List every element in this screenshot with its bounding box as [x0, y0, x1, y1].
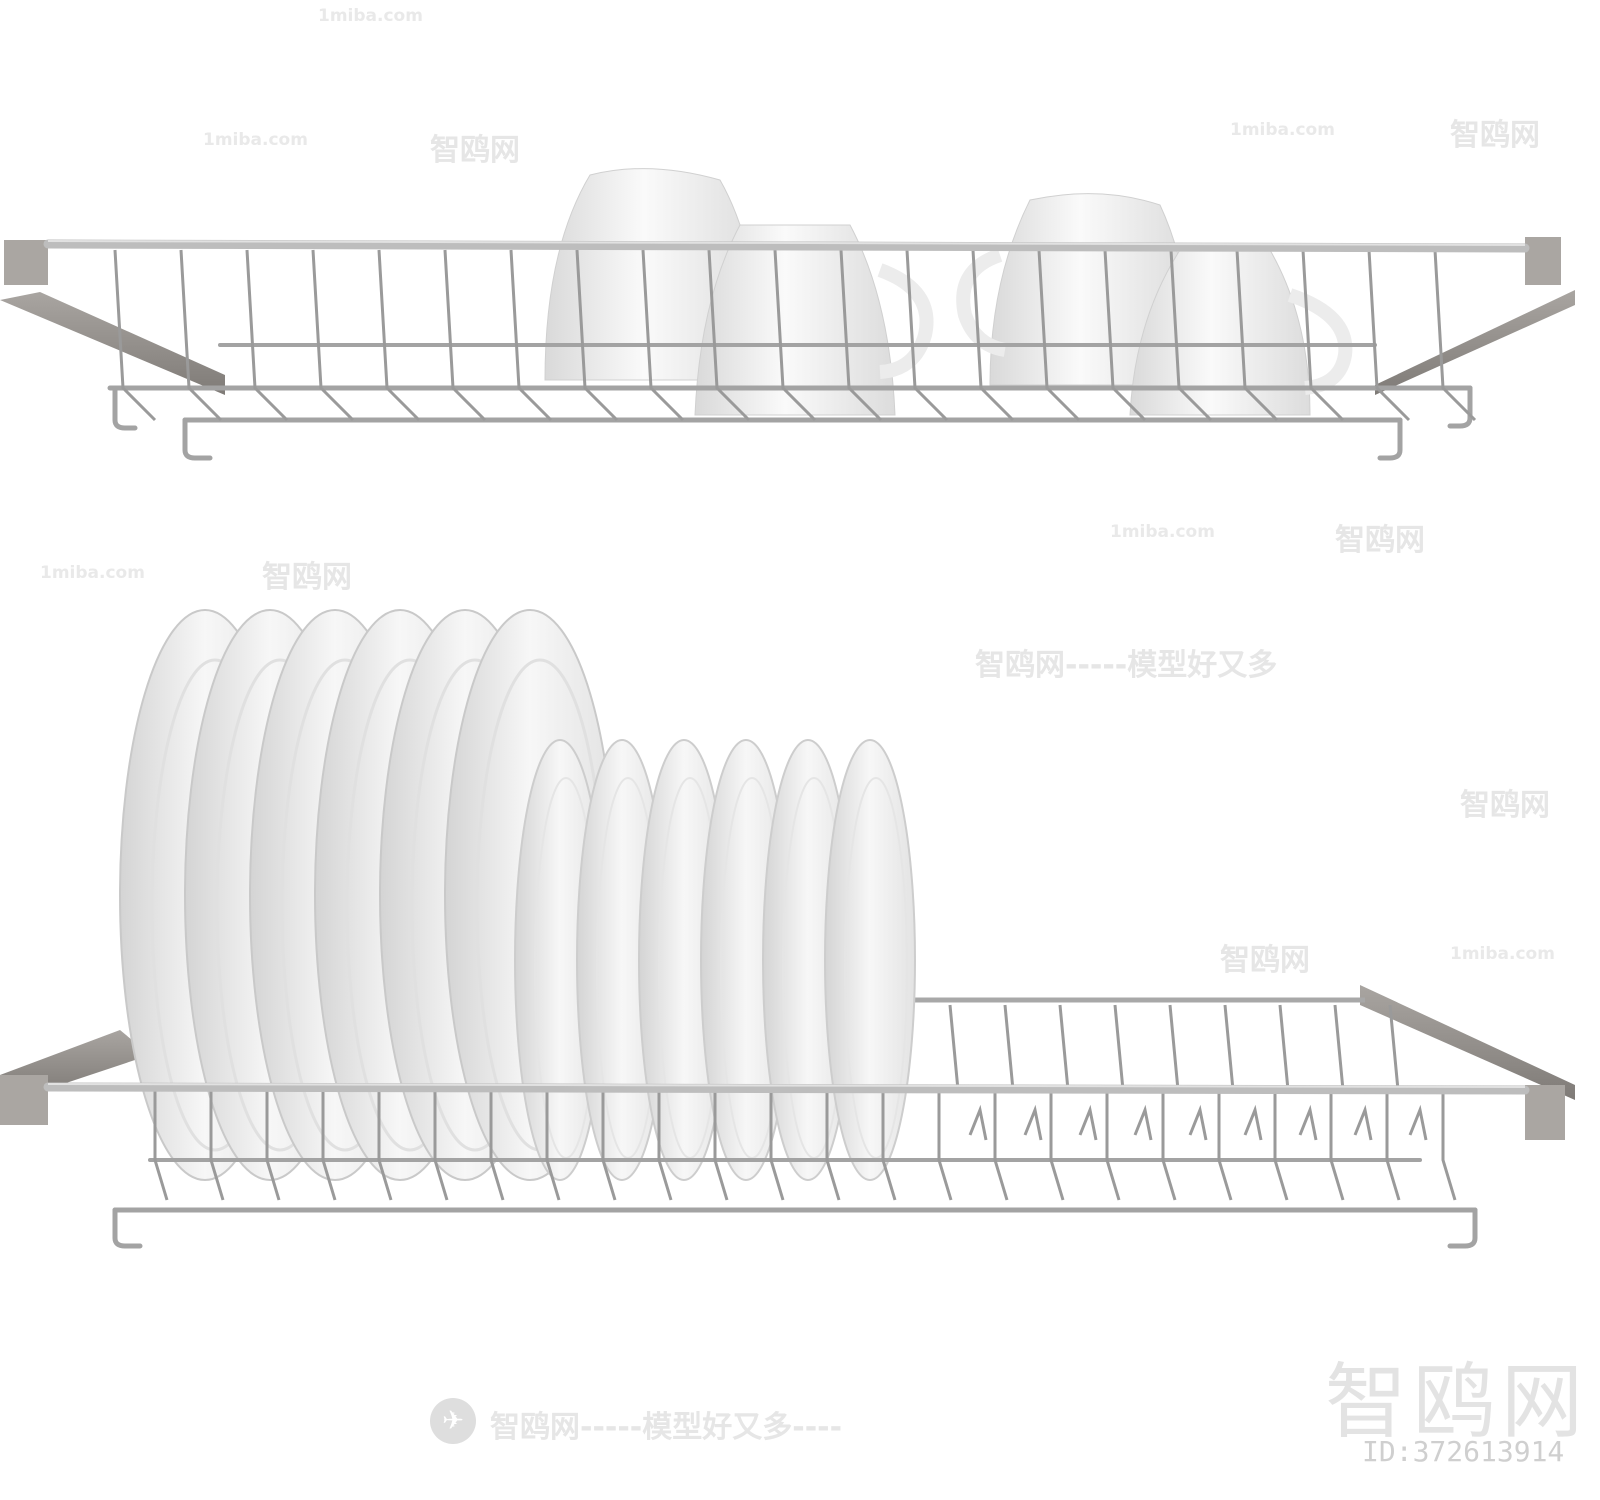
rack-wire	[1433, 249, 1477, 422]
rack-wire	[948, 1004, 988, 1141]
rack-wire	[1388, 1004, 1428, 1141]
rack-wire	[509, 249, 553, 422]
rack-wire	[265, 1090, 281, 1201]
rack-wire	[1217, 1090, 1233, 1201]
rack-wire	[971, 249, 1015, 422]
rack-wire	[433, 1090, 449, 1201]
bracket-cap-right	[1525, 237, 1561, 285]
cup-rack	[0, 168, 1575, 461]
rack-wire	[1273, 1090, 1289, 1201]
rack-wire	[1441, 1090, 1457, 1201]
bracket-left	[0, 292, 225, 395]
rack-wire	[881, 1090, 897, 1201]
bracket-cap-left-lower	[0, 1075, 48, 1125]
rack-wire	[1103, 249, 1147, 422]
rack-wire	[245, 249, 289, 422]
rack-wire	[1278, 1004, 1318, 1141]
rack-wire	[839, 249, 883, 422]
rack-wire	[1301, 249, 1345, 422]
rack-wire	[575, 249, 619, 422]
rack-wire	[707, 249, 751, 422]
small-plate	[824, 739, 916, 1181]
rack-wire	[377, 249, 421, 422]
bracket-cap-right-lower	[1525, 1085, 1565, 1140]
bracket-right-lower	[1360, 985, 1575, 1100]
rack-wire	[905, 249, 949, 422]
rack-wire	[545, 1090, 561, 1201]
rack-wire	[1113, 1004, 1153, 1141]
rack-wire	[1385, 1090, 1401, 1201]
rack-wire	[1169, 249, 1213, 422]
rack-wire	[153, 1090, 169, 1201]
rack-wire	[1003, 1004, 1043, 1141]
rack-wire	[937, 1090, 953, 1201]
plate-rack-front-rail	[43, 1082, 1530, 1095]
rack-wire	[993, 1090, 1009, 1201]
rack-wire	[489, 1090, 505, 1201]
rack-wire	[443, 249, 487, 422]
cup-rack-front-rail	[43, 239, 1530, 253]
rack-wire	[769, 1090, 785, 1201]
cup-4	[1129, 249, 1353, 416]
rack-wire	[209, 1090, 225, 1201]
rack-wire	[1223, 1004, 1263, 1141]
rack-wire	[1049, 1090, 1065, 1201]
rack-wire	[321, 1090, 337, 1201]
rack-wire	[1235, 249, 1279, 422]
rack-wire	[657, 1090, 673, 1201]
rack-wire	[1161, 1090, 1177, 1201]
rack-wire	[311, 249, 355, 422]
rack-wire	[601, 1090, 617, 1201]
rack-wire	[641, 249, 685, 422]
rack-wire	[1333, 1004, 1373, 1141]
watermark-logo-icon: ✈	[430, 1398, 476, 1444]
rack-wire	[113, 249, 157, 422]
bracket-cap-left	[4, 240, 48, 285]
plate-rack	[0, 609, 1575, 1249]
rack-wire	[179, 249, 223, 422]
rack-wire	[1168, 1004, 1208, 1141]
rack-wire	[1058, 1004, 1098, 1141]
rack-wire	[1367, 249, 1411, 422]
rack-wire	[825, 1090, 841, 1201]
rack-wire	[377, 1090, 393, 1201]
rack-wire	[773, 249, 817, 422]
rack-wire	[1037, 249, 1081, 422]
rack-wire	[1329, 1090, 1345, 1201]
cup-2	[694, 224, 934, 416]
rack-wire	[713, 1090, 729, 1201]
bracket-right	[1375, 290, 1575, 395]
rack-wire	[1105, 1090, 1121, 1201]
